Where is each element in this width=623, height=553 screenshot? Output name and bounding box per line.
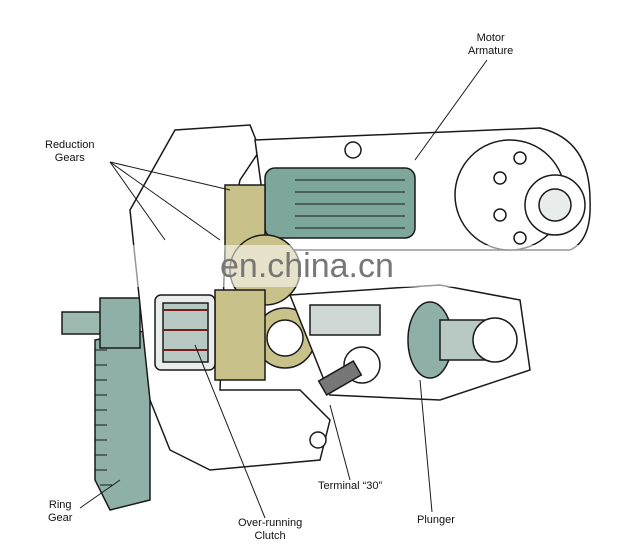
label-ring-gear: Ring Gear [48,499,72,525]
label-over-running-clutch: Over-running Clutch [238,517,302,543]
label-line: Ring [48,499,72,511]
ring-gear [94,329,151,511]
pinion-gear [99,297,141,349]
watermark: en.china.cn [220,247,394,285]
screw [344,141,362,159]
label-line: Gears [54,152,85,164]
armature-windings [295,179,405,229]
label-reduction-gears: Reduction Gears [45,139,95,165]
solenoid-coil [309,304,381,336]
leader-lines [79,59,488,519]
label-line: Armature [468,45,514,57]
label-line: Reduction [45,139,95,151]
label-terminal-30: Terminal “30” [318,480,383,492]
label-motor-armature: Motor Armature [468,32,513,58]
label-line: Gear [48,512,73,524]
label-line: Motor [476,32,505,44]
label-plunger: Plunger [417,514,455,526]
label-line: Over-running [238,517,303,529]
label-line: Clutch [254,530,286,542]
watermark-band [0,245,623,287]
ring-gear-teeth [95,349,112,486]
